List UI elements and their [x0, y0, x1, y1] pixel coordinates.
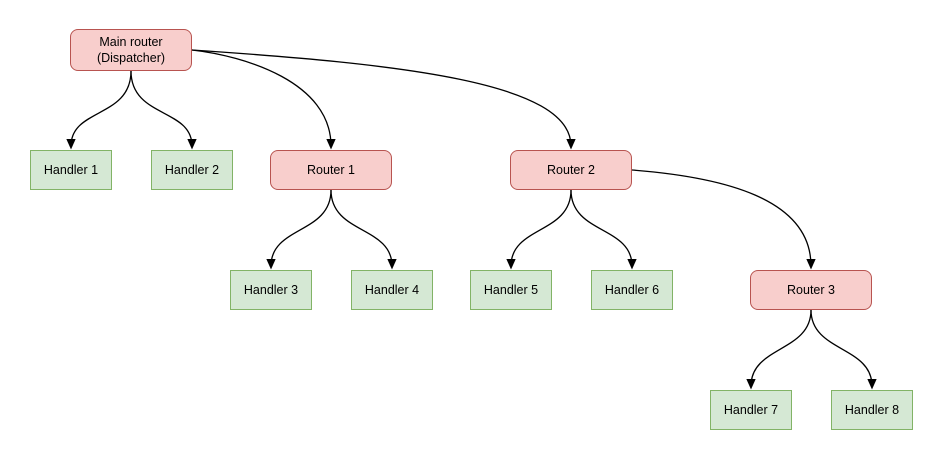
edge-main-to-handler-1 — [66, 70, 132, 150]
node-router-1-label: Router 1 — [307, 162, 355, 177]
edge-main-to-router-1 — [191, 49, 336, 150]
node-main-router: Main router (Dispatcher) — [70, 29, 192, 71]
node-handler-8: Handler 8 — [831, 390, 913, 430]
node-handler-5-label: Handler 5 — [483, 282, 539, 297]
edge-main-to-handler-2 — [130, 70, 197, 150]
edge-router-2-to-handler-6 — [570, 189, 637, 270]
node-handler-3: Handler 3 — [230, 270, 312, 310]
edge-router-3-to-handler-8 — [810, 309, 877, 390]
node-handler-7-label: Handler 7 — [723, 402, 779, 417]
node-handler-3-label: Handler 3 — [243, 282, 299, 297]
node-router-3: Router 3 — [750, 270, 872, 310]
node-handler-1: Handler 1 — [30, 150, 112, 190]
edge-main-to-router-2 — [191, 49, 576, 150]
node-handler-6: Handler 6 — [591, 270, 673, 310]
node-router-2: Router 2 — [510, 150, 632, 190]
node-router-2-label: Router 2 — [547, 162, 595, 177]
node-handler-6-label: Handler 6 — [604, 282, 660, 297]
node-handler-2: Handler 2 — [151, 150, 233, 190]
node-handler-1-label: Handler 1 — [43, 162, 99, 177]
node-handler-8-label: Handler 8 — [844, 402, 900, 417]
node-handler-5: Handler 5 — [470, 270, 552, 310]
node-handler-4-label: Handler 4 — [364, 282, 420, 297]
edge-router-1-to-handler-4 — [330, 189, 397, 270]
edge-router-2-to-handler-5 — [506, 189, 572, 270]
node-router-1: Router 1 — [270, 150, 392, 190]
node-handler-7: Handler 7 — [710, 390, 792, 430]
edge-router-2-to-router-3 — [631, 169, 816, 270]
edge-router-3-to-handler-7 — [746, 309, 812, 390]
edge-router-1-to-handler-3 — [266, 189, 332, 270]
node-handler-2-label: Handler 2 — [164, 162, 220, 177]
node-router-3-label: Router 3 — [787, 282, 835, 297]
node-main-router-label: Main router (Dispatcher) — [96, 34, 166, 65]
node-handler-4: Handler 4 — [351, 270, 433, 310]
